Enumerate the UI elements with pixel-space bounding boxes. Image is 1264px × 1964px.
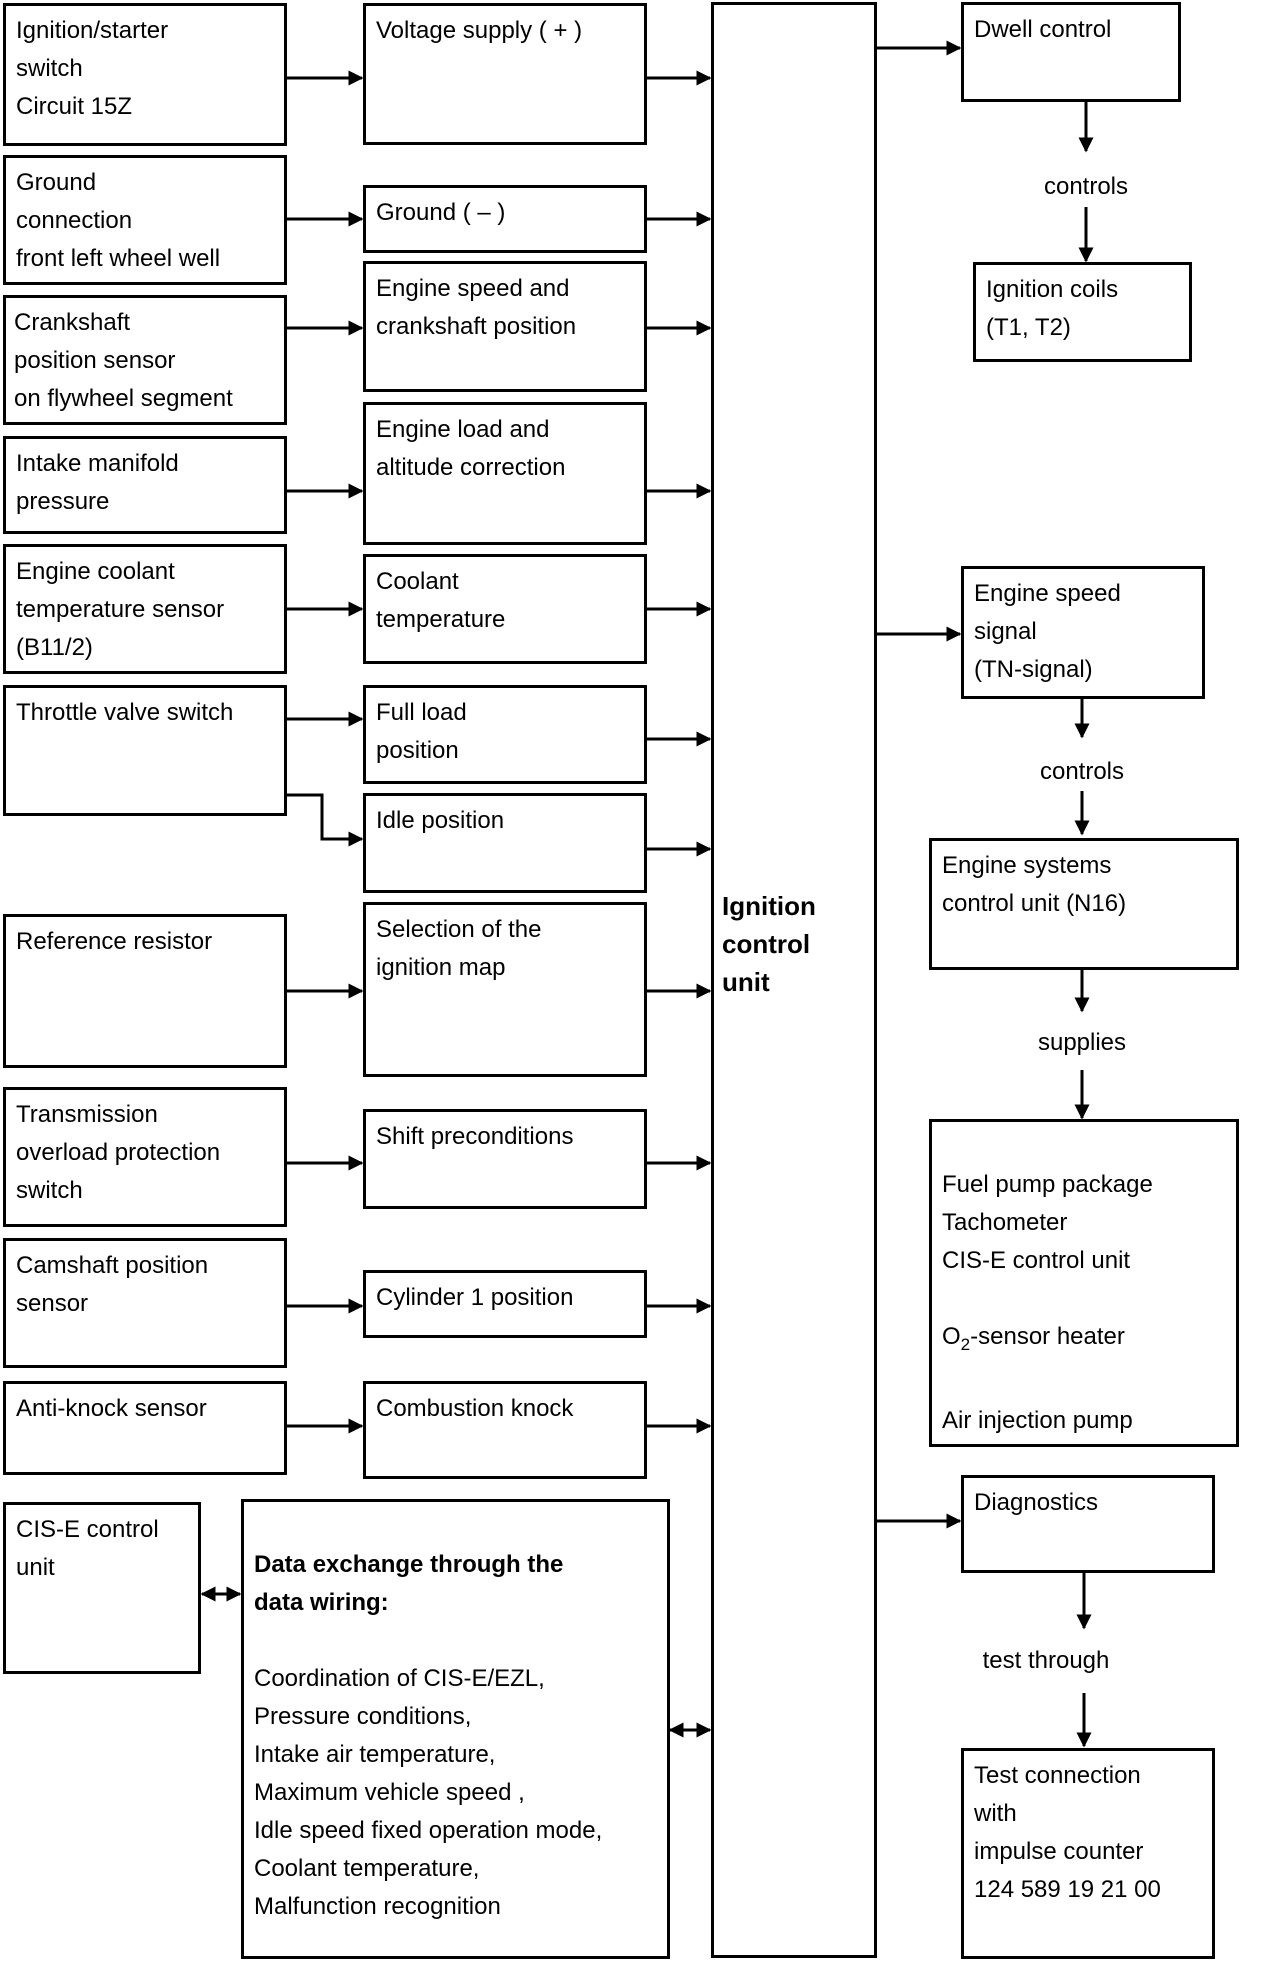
data-exchange-box: Data exchange through the data wiring: C…: [241, 1499, 670, 1959]
ignition-switch-box: Ignition/starter switch Circuit 15Z: [3, 3, 287, 146]
throttle-switch-box: Throttle valve switch: [3, 685, 287, 816]
supplied-items-list: Fuel pump package Tachometer CIS-E contr…: [942, 1171, 1153, 1274]
supplies-label: supplies: [1037, 1029, 1127, 1056]
o2-prefix: O: [942, 1323, 961, 1350]
engine-speed-signal-box: Engine speed signal (TN-signal): [961, 566, 1205, 699]
o2-suffix: -sensor heater: [970, 1323, 1125, 1350]
intake-pressure-box: Intake manifold pressure: [3, 436, 287, 534]
voltage-supply-box: Voltage supply ( + ): [363, 3, 647, 145]
controls-label-2: controls: [1039, 758, 1125, 785]
supplied-items-box: Fuel pump package Tachometer CIS-E contr…: [929, 1119, 1239, 1447]
ignition-coils-box: Ignition coils (T1, T2): [973, 262, 1192, 362]
data-exchange-title: Data exchange through the data wiring:: [254, 1551, 564, 1616]
test-connection-box: Test connection with impulse counter 124…: [961, 1748, 1215, 1959]
full-load-position-box: Full load position: [363, 685, 647, 784]
idle-position-box: Idle position: [363, 793, 647, 893]
cylinder-1-position-box: Cylinder 1 position: [363, 1270, 647, 1338]
reference-resistor-box: Reference resistor: [3, 914, 287, 1068]
ground-connection-box: Ground connection front left wheel well: [3, 155, 287, 285]
combustion-knock-box: Combustion knock: [363, 1381, 647, 1479]
air-injection-pump-item: Air injection pump: [942, 1406, 1133, 1434]
engine-speed-box: Engine speed and crankshaft position: [363, 261, 647, 392]
dwell-control-box: Dwell control: [961, 2, 1181, 102]
crankshaft-sensor-box: Crankshaft position sensor on flywheel s…: [3, 295, 287, 425]
shift-preconditions-box: Shift preconditions: [363, 1109, 647, 1209]
ignition-control-unit-label: Ignition control unit: [722, 891, 816, 997]
engine-systems-control-unit-box: Engine systems control unit (N16): [929, 838, 1239, 970]
data-exchange-items: Coordination of CIS-E/EZL, Pressure cond…: [254, 1665, 603, 1920]
antiknock-sensor-box: Anti-knock sensor: [3, 1381, 287, 1475]
transmission-switch-box: Transmission overload protection switch: [3, 1087, 287, 1227]
controls-label-1: controls: [1043, 173, 1129, 200]
o2-sensor-heater-item: O2-sensor heater: [942, 1318, 1226, 1364]
coolant-sensor-box: Engine coolant temperature sensor (B11/2…: [3, 544, 287, 674]
coolant-temperature-box: Coolant temperature: [363, 554, 647, 664]
ground-signal-box: Ground ( – ): [363, 185, 647, 253]
o2-subscript: 2: [960, 1334, 971, 1354]
ignition-control-unit: [711, 2, 877, 1958]
camshaft-sensor-box: Camshaft position sensor: [3, 1238, 287, 1368]
test-through-label: test through: [982, 1647, 1110, 1674]
cis-e-unit-box: CIS-E control unit: [3, 1502, 201, 1674]
engine-load-box: Engine load and altitude correction: [363, 402, 647, 545]
diagnostics-box: Diagnostics: [961, 1475, 1215, 1573]
ignition-map-box: Selection of the ignition map: [363, 902, 647, 1077]
